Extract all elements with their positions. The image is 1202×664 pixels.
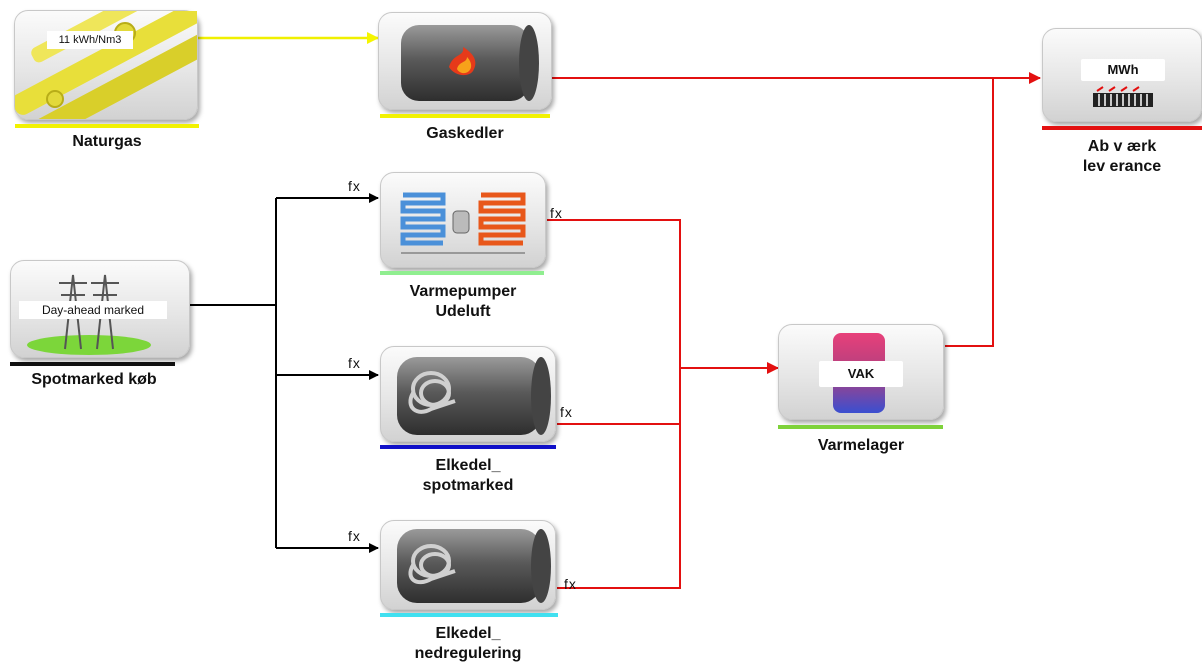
- spotmarked-underline: [10, 362, 175, 366]
- elkedel-spot-label-line2: spotmarked: [422, 477, 514, 494]
- gas-boiler-icon: [401, 25, 539, 101]
- abvaerk-underline: [1042, 126, 1202, 130]
- abvaerk-label-line2: lev erance: [1082, 158, 1162, 175]
- varmepumper-node[interactable]: [380, 172, 546, 268]
- varmepumper-label-line2: Udeluft: [435, 303, 491, 320]
- power-flow-spotmarked: [190, 193, 379, 553]
- heat-flow-producers-to-varmelager: [547, 219, 779, 589]
- elkedel-ned-label-line1: Elkedel_: [435, 625, 501, 642]
- port-label-elkedel-spot-out: fx: [560, 404, 573, 420]
- varmelager-label: Varmelager: [817, 437, 905, 454]
- gaskedler-node[interactable]: [378, 12, 552, 110]
- gaskedler-underline: [380, 114, 550, 118]
- port-label-elkedel-ned-out: fx: [564, 576, 577, 592]
- elkedel-ned-underline: [380, 613, 558, 617]
- power-pylon-icon: [27, 274, 151, 355]
- abvaerk-node[interactable]: MWh: [1042, 28, 1202, 122]
- radiator-icon: [1093, 86, 1153, 107]
- elkedel-ned-label-line2: nedregulering: [414, 645, 522, 662]
- naturgas-node[interactable]: 11 kWh/Nm3: [14, 10, 198, 120]
- naturgas-label: Naturgas: [72, 133, 142, 150]
- naturgas-value-tag: 11 kWh/Nm3: [47, 31, 133, 49]
- port-label-varmepumper-out: fx: [550, 205, 563, 221]
- gas-pipe-icon: [15, 11, 197, 119]
- heat-flow-varmelager-to-abvaerk: [945, 78, 994, 347]
- abvaerk-label-line1: Ab v ærk: [1087, 138, 1157, 155]
- varmelager-node[interactable]: VAK: [778, 324, 944, 420]
- spotmarked-node[interactable]: Day-ahead marked: [10, 260, 190, 358]
- gaskedler-label: Gaskedler: [426, 125, 504, 142]
- electric-boiler-icon: [397, 529, 551, 603]
- varmepumper-underline: [380, 271, 544, 275]
- electric-boiler-icon: [397, 357, 551, 435]
- elkedel-spot-node[interactable]: [380, 346, 556, 442]
- abvaerk-unit-tag: MWh: [1081, 59, 1165, 81]
- spotmarked-market-tag: Day-ahead marked: [19, 301, 167, 319]
- port-label-elkedel-spot-in: fx: [348, 355, 361, 371]
- port-label-varmepumper-in: fx: [348, 178, 361, 194]
- varmelager-underline: [778, 425, 943, 429]
- port-label-elkedel-ned-in: fx: [348, 528, 361, 544]
- varmelager-tag: VAK: [819, 361, 903, 387]
- elkedel-ned-node[interactable]: [380, 520, 556, 610]
- heat-pump-icon: [400, 192, 526, 254]
- spotmarked-label: Spotmarked køb: [31, 371, 157, 388]
- elkedel-spot-underline: [380, 445, 556, 449]
- elkedel-spot-label-line1: Elkedel_: [435, 457, 501, 474]
- naturgas-underline: [15, 124, 199, 128]
- varmepumper-label-line1: Varmepumper: [409, 283, 517, 300]
